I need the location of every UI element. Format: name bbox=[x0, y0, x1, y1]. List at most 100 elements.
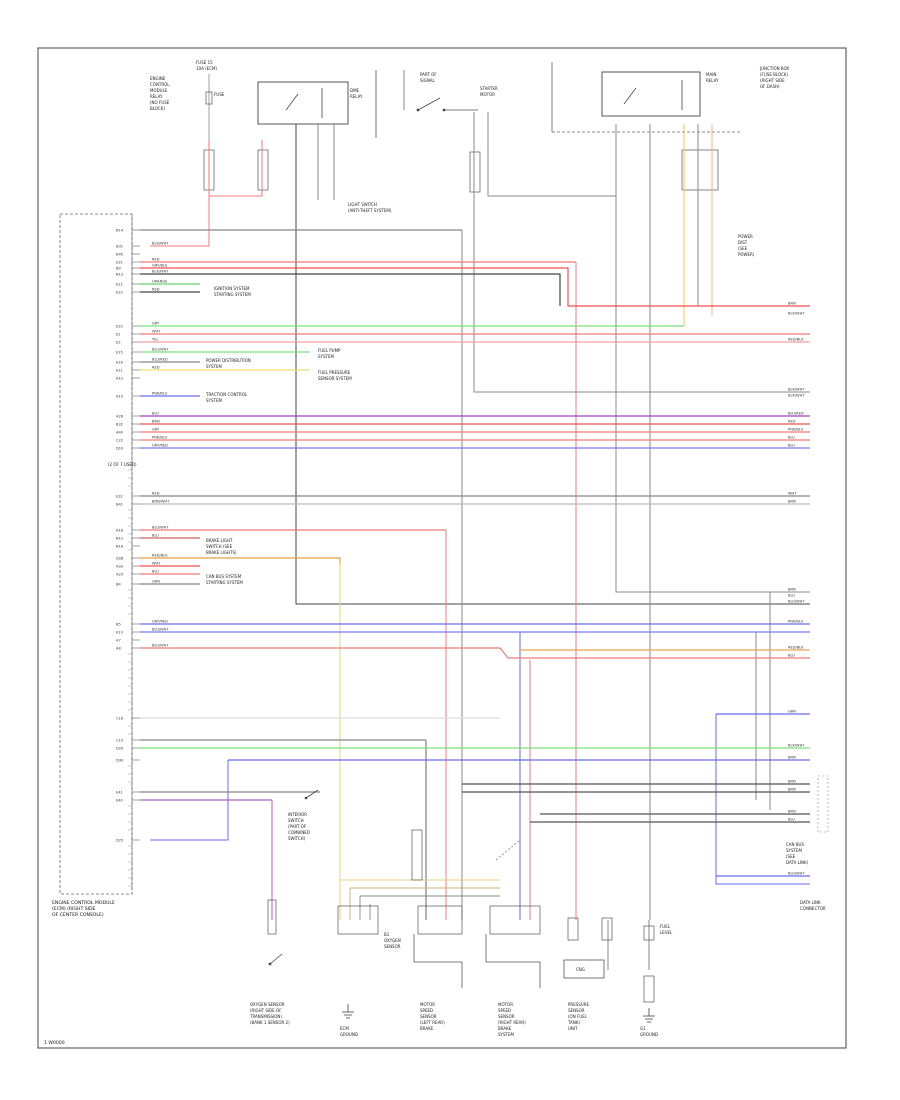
wire-code: BRN/WHT bbox=[152, 500, 170, 504]
switch-pin bbox=[416, 108, 420, 112]
ref-line: CONNECTOR bbox=[800, 906, 826, 911]
ref-line: SWITCH) bbox=[288, 836, 306, 841]
ref-line: UNIT bbox=[568, 1026, 578, 1031]
bottom-switch-blade bbox=[269, 953, 283, 965]
fuse-top-ref: FUSE 15 10A (ECM) FUSE bbox=[196, 60, 225, 97]
light-switch-ref: LIGHT SWITCH (ANTI-THEFT SYSTEM) bbox=[348, 202, 392, 213]
ecm-pin: E22 bbox=[116, 291, 123, 295]
ecm-pin: A7 bbox=[116, 639, 121, 643]
fuel-box bbox=[563, 959, 605, 979]
wire-code: GRY bbox=[152, 428, 160, 432]
ref-line: DATA LINK) bbox=[786, 860, 809, 865]
ref-line: POWER bbox=[738, 234, 753, 239]
wire-code: BLK/WHT bbox=[152, 242, 169, 246]
ref-line: DATA LINK bbox=[800, 900, 821, 905]
ref-line: FUEL PRESSURE bbox=[318, 370, 351, 375]
ref-line: FUEL PUMP bbox=[318, 348, 341, 353]
right-wire-code: BLU/WHT bbox=[788, 872, 805, 876]
ecm-label-line: ENGINE CONTROL MODULE bbox=[52, 900, 115, 906]
ecm-pin: E21 bbox=[116, 283, 123, 287]
fuel-box-label: CNG bbox=[576, 967, 585, 972]
ecm-pin: B32 bbox=[116, 423, 123, 427]
ref-line: SYSTEM bbox=[206, 364, 222, 369]
ecm-label-line: (ECM) (RIGHT SIDE bbox=[52, 906, 96, 912]
ref-line: (ON FUEL bbox=[568, 1014, 588, 1019]
ref-line: B1 bbox=[384, 932, 390, 937]
interior-switch: INTERIOR SWITCH (PART OF COMBINED SWITCH… bbox=[288, 789, 319, 841]
ecm-pin-list: B14B31B45E31B9B13E21E22E10E1E9E15E16E11A… bbox=[116, 229, 140, 887]
oxygen-sensor-label: OXYGEN SENSOR (RIGHT SIDE OF TRANSMISSIO… bbox=[249, 1002, 290, 1025]
wire-code: RED bbox=[152, 366, 160, 370]
data-link-bracket bbox=[817, 775, 829, 833]
ecm-pin: E41 bbox=[116, 791, 123, 795]
ref-line: (PART OF bbox=[288, 824, 307, 829]
wire-code: ORANGE bbox=[152, 280, 168, 284]
right-wire-code: BLU bbox=[788, 444, 795, 448]
ref-line: SENSOR bbox=[384, 944, 401, 949]
switch-label: STARTER bbox=[480, 86, 498, 91]
ecm-pin: D29 bbox=[116, 747, 124, 751]
motor-box-2 bbox=[485, 934, 541, 988]
ecm-label: ENGINE CONTROL MODULE (ECM) (RIGHT SIDE … bbox=[52, 900, 115, 918]
ecm-pin: B41 bbox=[116, 503, 123, 507]
ref-line: FUEL bbox=[660, 924, 671, 929]
wire-code: GRY/BLU bbox=[152, 264, 168, 268]
wire-code: PNK/BLU bbox=[152, 392, 168, 396]
ref-line: MOTOR bbox=[498, 1002, 513, 1007]
right-wire-code: BRN bbox=[788, 756, 796, 760]
ref-line: STARTING SYSTEM bbox=[206, 580, 243, 585]
right-wire-code: BRN bbox=[788, 780, 796, 784]
ref-line: FUSE bbox=[214, 92, 225, 97]
ref-line: SENSOR bbox=[498, 1014, 515, 1019]
ref-line: DIST bbox=[738, 240, 748, 245]
ref-line: FUSE 15 bbox=[196, 60, 213, 65]
right-wire-code: BRN bbox=[788, 588, 796, 592]
wire-code: BLU bbox=[152, 570, 159, 574]
ref-line: SYSTEM bbox=[318, 354, 334, 359]
ecm-pin: E40 bbox=[116, 799, 124, 803]
wire-code: BLU/WHT bbox=[152, 526, 169, 530]
right-wire-code: PNK/BLU bbox=[788, 428, 804, 432]
ecm-pin: B16 bbox=[116, 545, 124, 549]
ref-line: BRAKE LIGHTS) bbox=[206, 550, 237, 555]
ref-line: SYSTEM bbox=[206, 398, 222, 403]
right-wire-code: BLU bbox=[788, 436, 795, 440]
ref-line: OXYGEN SENSOR bbox=[250, 1002, 285, 1007]
starting-ref-2: STARTING SYSTEM bbox=[206, 580, 243, 585]
pressure-label: PRESSURE SENSOR (ON FUEL TANK) UNIT bbox=[567, 1002, 590, 1031]
ref-line: BRAKE LIGHT bbox=[206, 538, 233, 543]
diagram-border bbox=[37, 47, 847, 1049]
wire-code: BLU bbox=[152, 534, 159, 538]
wire-code: BRN bbox=[152, 420, 160, 424]
ref-line: (RIGHT SIDE OF bbox=[250, 1008, 282, 1013]
junction-ref: JUNCTION BOX (FUSE BLOCK) (RIGHT SIDE OF… bbox=[759, 66, 789, 89]
fuel-pressure-ref: FUEL PRESSURE SENSOR SYSTEM bbox=[318, 370, 352, 381]
ref-line: TRANSMISSION) bbox=[249, 1014, 282, 1019]
fuel-lvl-sensor bbox=[643, 925, 655, 941]
ecm-label-line: OF CENTER CONSOLE) bbox=[52, 912, 104, 918]
starting-ref: STARTING SYSTEM bbox=[214, 292, 251, 297]
motor-box-1 bbox=[413, 934, 463, 988]
right-ref-2: CAN BUS SYSTEM (SEE DATA LINK) bbox=[786, 842, 809, 865]
ecm-pin: A12 bbox=[116, 377, 123, 381]
ref-line: 10A (ECM) bbox=[196, 66, 217, 71]
right-wire-code: BLU/RED bbox=[788, 412, 804, 416]
ref-line: SWITCH (SEE bbox=[206, 544, 233, 549]
vertical-wires bbox=[150, 112, 810, 970]
ecm-pin: A29 bbox=[116, 573, 124, 577]
relay-contact bbox=[285, 93, 299, 111]
ref-line: TRACTION CONTROL bbox=[205, 392, 248, 397]
fuel-level-label: FUEL LEVEL bbox=[660, 924, 673, 935]
right-wire-code: BLK/WHT bbox=[788, 312, 805, 316]
ref-line: (NO FUSE bbox=[150, 100, 170, 105]
ecm-pin: D10 bbox=[116, 447, 124, 451]
wire-code-list: BLK/WHTREDGRY/BLUBLK/WHTORANGEREDGRYWHTY… bbox=[152, 242, 170, 648]
right-wire-code: BRN bbox=[788, 302, 796, 306]
main-relay-box bbox=[601, 71, 701, 117]
right-wire-code: BRN bbox=[788, 500, 796, 504]
ecm-pin: B14 bbox=[116, 229, 124, 233]
ecm-pin: B9 bbox=[116, 267, 121, 271]
bottom-connectors bbox=[267, 829, 655, 1003]
ref-line: SIGNAL bbox=[420, 78, 436, 83]
wire-code: GRN bbox=[152, 580, 160, 584]
